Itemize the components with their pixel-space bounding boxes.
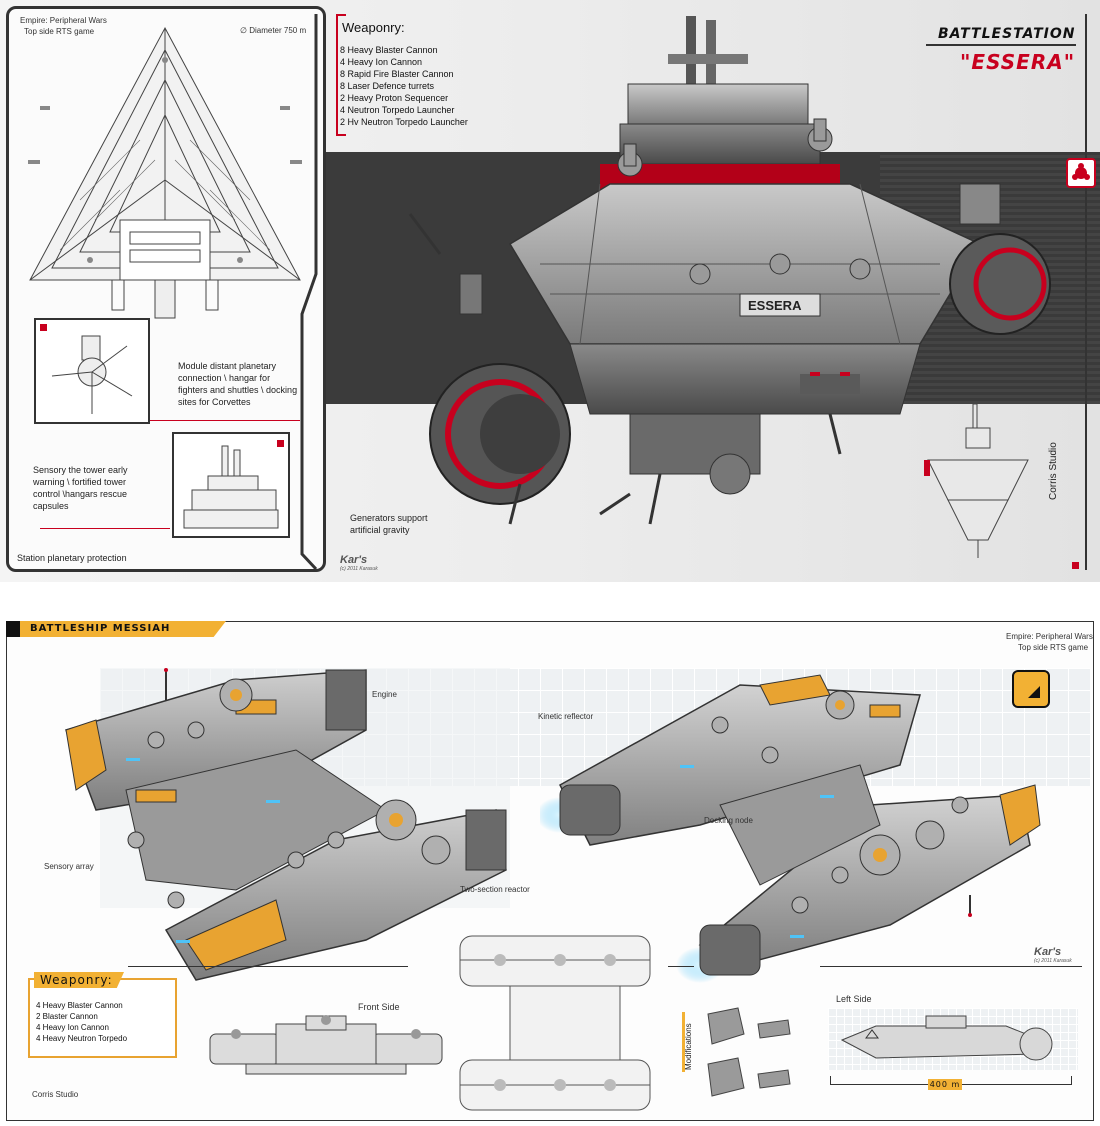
game-label-bottom: Top side RTS game	[1018, 643, 1089, 652]
left-side-view	[840, 1015, 1053, 1061]
separator-line-left	[128, 966, 408, 968]
battleship-render-left	[65, 668, 507, 981]
modifications-sketches	[707, 1007, 791, 1097]
kinetic-reflector-label: Kinetic reflector	[538, 712, 594, 721]
separator-line-right2	[820, 966, 1082, 967]
empire-label: Empire: Peripheral Wars	[20, 16, 107, 25]
weaponry-list: 8 Heavy Blaster Cannon 4 Heavy Ion Canno…	[340, 44, 500, 128]
frame-bracket	[300, 14, 318, 571]
weaponry-box: Weaponry: 8 Heavy Blaster Cannon 4 Heavy…	[336, 14, 486, 136]
battleship-title: BATTLESHIP MESSIAH	[20, 621, 226, 637]
sensory-array-label: Sensory array	[44, 862, 94, 871]
front-view-marker	[924, 460, 930, 476]
docking-node-label: Docking node	[704, 816, 753, 825]
red-marker-icon	[40, 324, 47, 331]
faction-emblem-icon	[1066, 158, 1096, 188]
empire-label-bottom: Empire: Peripheral Wars	[1006, 632, 1093, 641]
game-label: Top side RTS game	[24, 27, 95, 36]
weapon-item: 8 Rapid Fire Blaster Cannon	[340, 69, 454, 79]
battlestation-render: ESSERA	[408, 16, 1051, 525]
generators-label: Generators support artificial gravity	[350, 513, 428, 535]
faction-emblem-icon	[1012, 670, 1050, 708]
sensory-leader-line	[40, 528, 170, 529]
studio-marker-icon	[1072, 562, 1079, 569]
weapon-item: 4 Heavy Ion Cannon	[340, 57, 423, 67]
weapon-item: 2 Hv Neutron Torpedo Launcher	[340, 117, 468, 127]
weapon-item: 4 Heavy Blaster Cannon	[36, 1001, 123, 1010]
weapon-item: 4 Heavy Neutron Torpedo	[36, 1034, 128, 1043]
station-name-title: "ESSERA"	[960, 50, 1076, 74]
studio-label-bottom: Corris Studio	[32, 1090, 79, 1099]
module-sketch	[51, 335, 133, 414]
weaponry-box-bottom	[28, 978, 177, 1058]
studio-label-top: Corris Studio	[1048, 442, 1059, 500]
engine-label: Engine	[372, 690, 397, 699]
weapon-item: 4 Neutron Torpedo Launcher	[340, 105, 455, 115]
battlestation-title: BATTLESTATION	[938, 26, 1076, 42]
weaponry-title: Weaponry:	[342, 20, 405, 35]
signature-bottom: Kar's (c) 2011 Karasuk	[1034, 946, 1072, 964]
right-frame-line	[1085, 14, 1087, 570]
weaponry-title-bottom: Weaponry:	[34, 972, 124, 988]
weapon-item: 8 Heavy Blaster Cannon	[340, 45, 438, 55]
red-marker-icon	[277, 440, 284, 447]
weapon-item: 2 Blaster Cannon	[36, 1012, 98, 1021]
title-underline	[926, 44, 1076, 46]
weapon-item: 4 Heavy Ion Cannon	[36, 1023, 109, 1032]
tower-sketch	[183, 445, 279, 529]
module-detail-box	[34, 318, 150, 424]
sensory-detail-box	[172, 432, 290, 538]
front-side-label: Front Side	[358, 1002, 400, 1012]
left-side-label: Left Side	[836, 994, 872, 1004]
battleship-render-right	[540, 674, 1041, 983]
reactor-label: Two-section reactor	[460, 885, 530, 894]
hull-name-text: ESSERA	[748, 298, 802, 313]
station-front-view	[927, 403, 1029, 558]
weaponry-bracket	[336, 14, 346, 136]
length-label: 400 m	[928, 1079, 962, 1090]
station-protection-label: Station planetary protection	[17, 553, 127, 563]
weapon-item: 2 Heavy Proton Sequencer	[340, 93, 449, 103]
signature-top: Kar's (c) 2011 Karasuk	[340, 554, 378, 572]
diameter-label: ∅ Diameter 750 m	[240, 26, 307, 35]
weaponry-list-bottom: 4 Heavy Blaster Cannon 2 Blaster Cannon …	[36, 1000, 176, 1044]
modifications-label: Modifications	[684, 1023, 693, 1070]
top-down-blueprint	[459, 935, 651, 1111]
sensory-description: Sensory the tower early warning \ fortif…	[33, 465, 128, 511]
diameter-icon: ∅	[240, 26, 250, 35]
module-description: Module distant planetary connection \ ha…	[178, 361, 298, 407]
title-black-tab	[6, 621, 20, 637]
front-side-view	[209, 1015, 443, 1075]
module-leader-line	[150, 420, 300, 421]
weapon-item: 8 Laser Defence turrets	[340, 81, 435, 91]
separator-line-right	[668, 966, 694, 967]
modifications-bar	[682, 1012, 685, 1072]
station-top-view-blueprint	[28, 26, 302, 319]
